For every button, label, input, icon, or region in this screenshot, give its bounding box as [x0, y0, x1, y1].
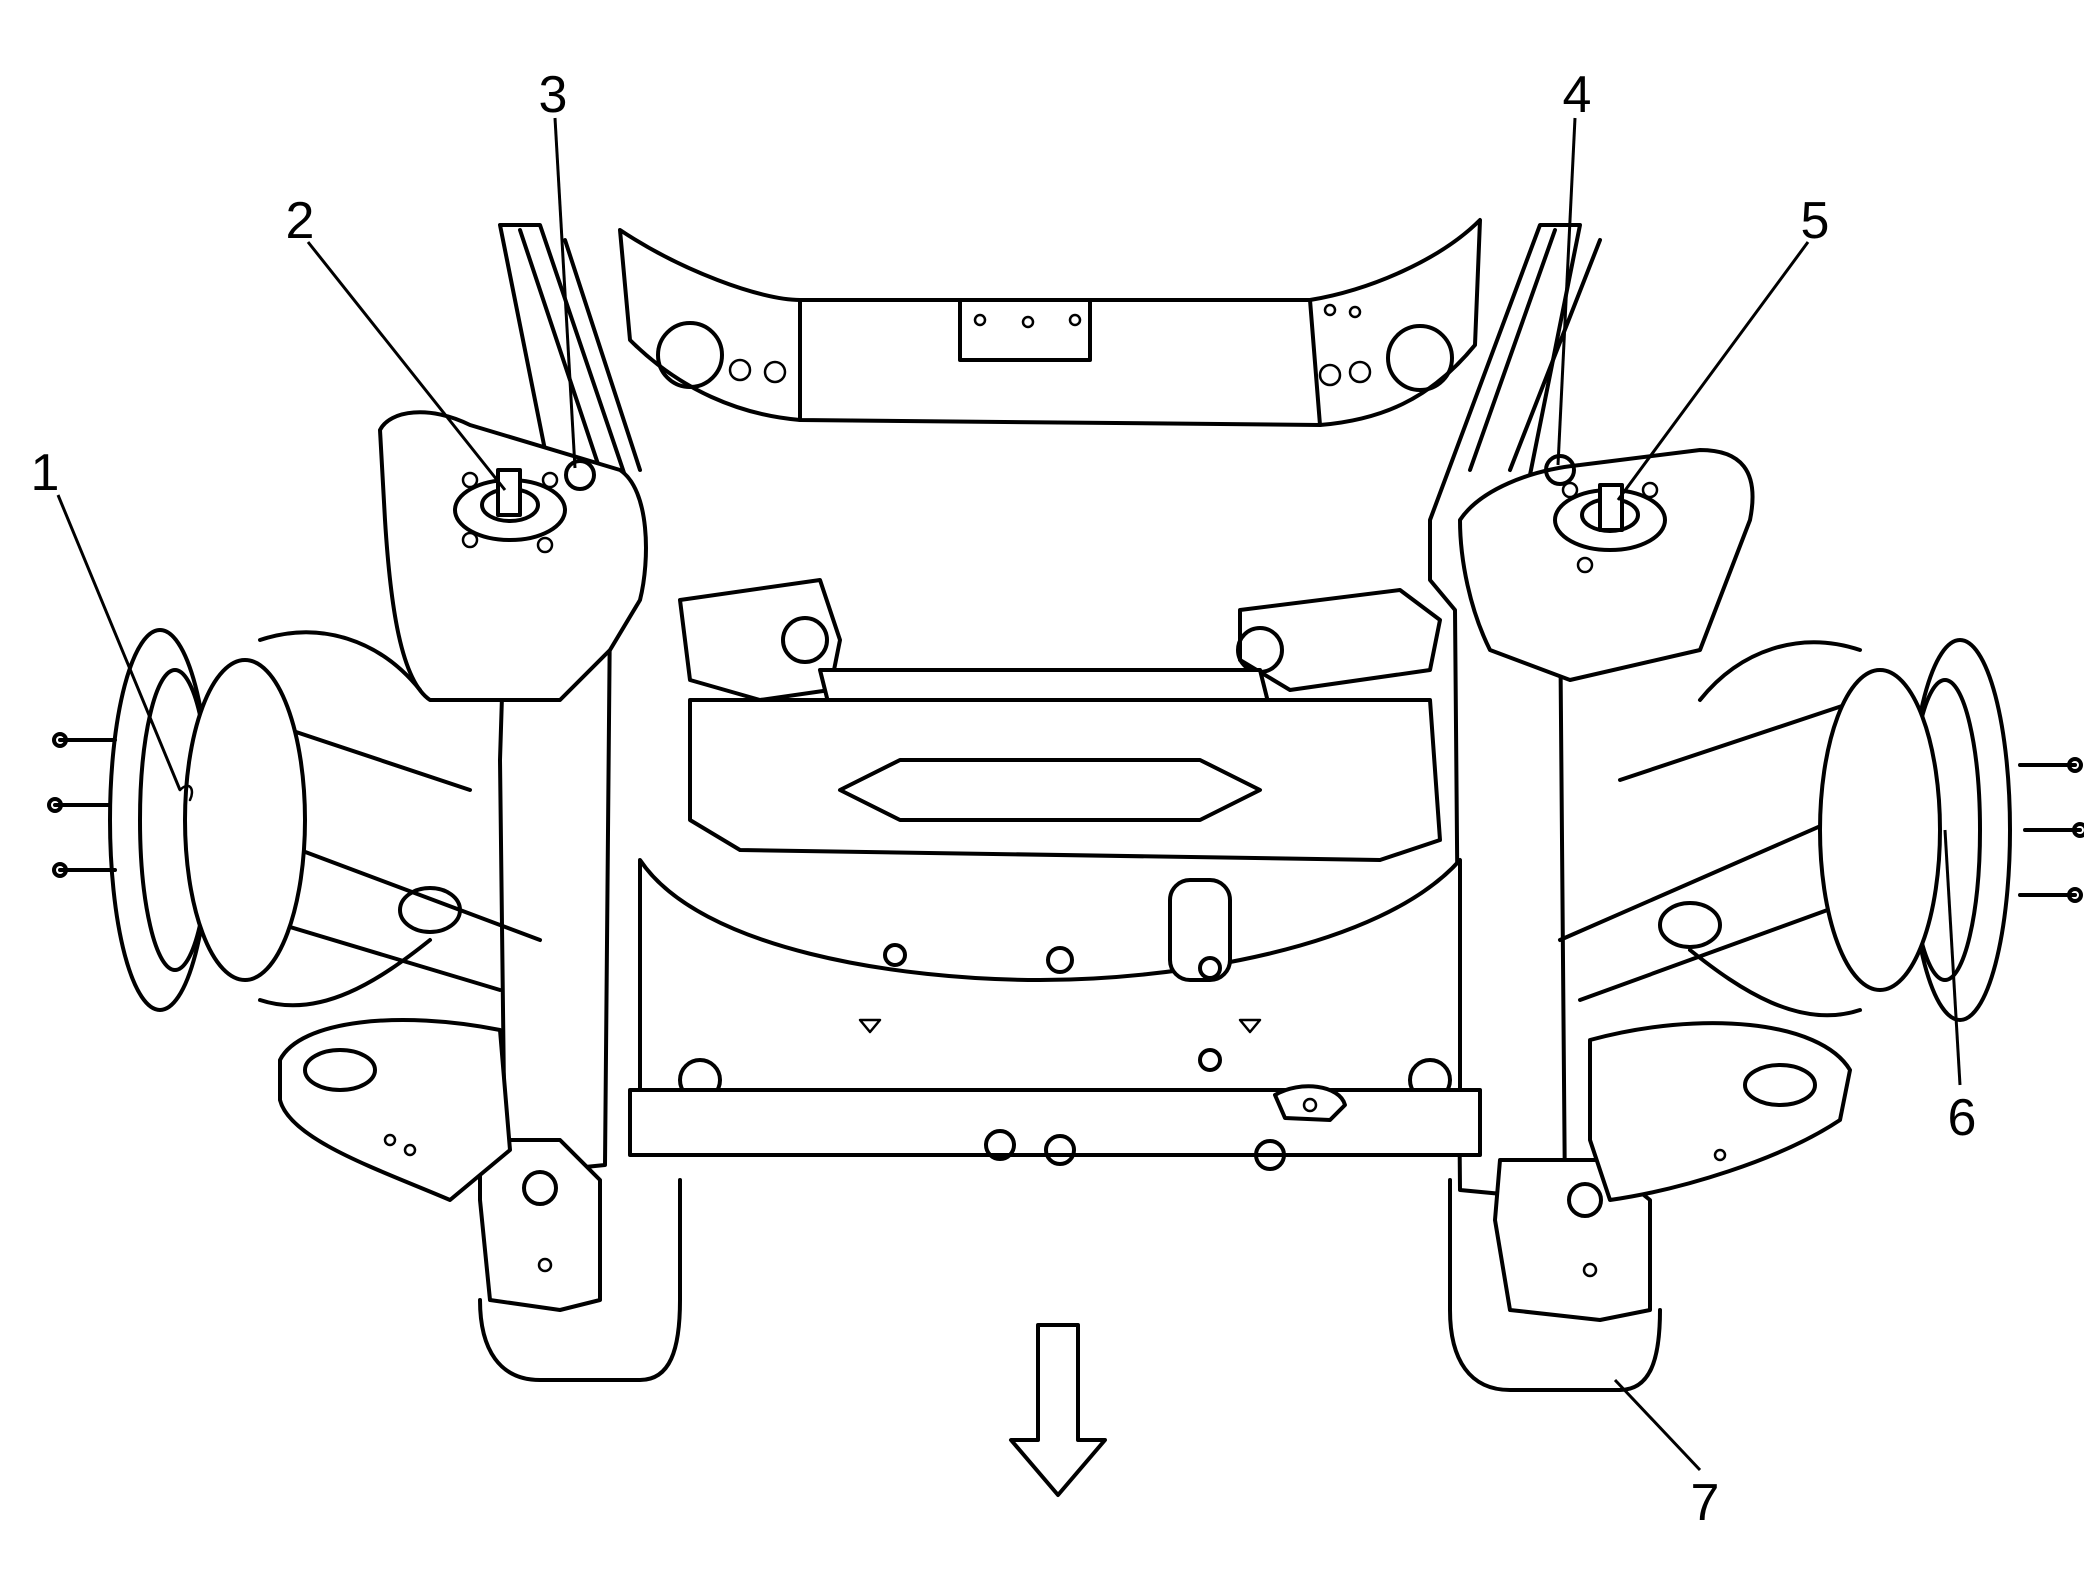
leader-line-2 — [306, 241, 507, 491]
callout-7: 7 — [1691, 1474, 1720, 1532]
callout-1: 1 — [31, 444, 60, 502]
leader-line-4 — [1556, 117, 1577, 466]
rear-crossmember — [618, 218, 1482, 427]
leader-line-6 — [1943, 829, 1962, 1086]
callout-3: 3 — [539, 66, 568, 124]
callout-5: 5 — [1801, 192, 1830, 250]
front-crossmember — [628, 1084, 1482, 1171]
callout-6: 6 — [1948, 1089, 1977, 1147]
right-side-rail — [1428, 223, 1662, 1392]
callout-2: 2 — [286, 192, 315, 250]
right-hub-assembly — [1688, 638, 2084, 1022]
center-section — [638, 578, 1462, 1102]
leader-line-7 — [1613, 1378, 1702, 1472]
callout-labels: 1 2 3 4 5 6 7 — [31, 66, 1977, 1532]
left-hub-assembly — [47, 628, 432, 1012]
leader-line-3 — [553, 117, 577, 469]
callout-4: 4 — [1563, 66, 1592, 124]
left-spring-tower — [378, 410, 648, 702]
down-arrow-icon — [1009, 1323, 1107, 1497]
right-spring-tower — [1458, 448, 1755, 682]
leader-line-1 — [56, 494, 182, 791]
callout-leaders — [56, 117, 1962, 1472]
leader-line-5 — [1616, 241, 1810, 501]
left-side-rail — [478, 223, 682, 1382]
